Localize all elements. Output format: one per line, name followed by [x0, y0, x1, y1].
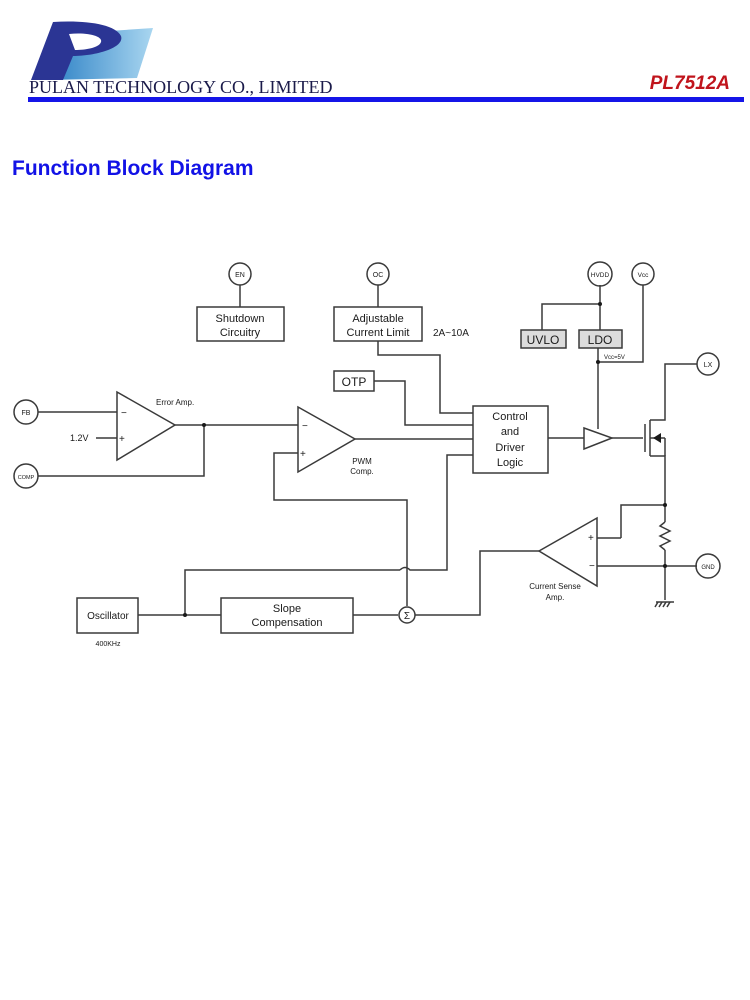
shutdown-label-2: Circuitry: [220, 327, 261, 339]
control-label-1: Control: [492, 411, 527, 423]
oscillator-label: Oscillator: [87, 611, 129, 622]
pin-label-oc: OC: [373, 272, 384, 279]
pin-oc: [366, 262, 390, 286]
oscillator-block: [76, 597, 139, 634]
summer-symbol: Σ: [404, 611, 410, 622]
shutdown-label-1: Shutdown: [216, 313, 265, 325]
control-label-3: Driver: [495, 442, 525, 454]
ldo-label: LDO: [588, 333, 613, 347]
junction-dot: [596, 360, 600, 364]
uvlo-block: [520, 329, 567, 349]
company-logo: [31, 21, 153, 80]
wire-vcc: [598, 285, 644, 363]
pwm-plus: +: [300, 449, 306, 460]
ref-voltage-label: 1.2V: [70, 433, 89, 443]
uvlo-label: UVLO: [527, 333, 560, 347]
cs-amp-minus: −: [589, 561, 595, 572]
shutdown-block: [196, 306, 285, 342]
current-sense-amp: [537, 516, 598, 588]
slope-label-2: Compensation: [252, 617, 323, 629]
pin-label-hvdd: HVDD: [591, 272, 610, 279]
mosfet-arrow-icon: [653, 433, 661, 443]
wire-drain-lx: [650, 363, 697, 421]
header-rule: [28, 97, 744, 102]
driver-buffer: [583, 426, 615, 451]
current-range-label: 2A~10A: [433, 328, 469, 339]
pin-label-en: EN: [235, 272, 245, 279]
pin-vcc: [631, 262, 655, 286]
wire-climit-control: [377, 341, 473, 414]
section-title: Function Block Diagram: [12, 157, 254, 180]
pin-gnd: [695, 553, 721, 579]
wire-hvdd-split: [541, 303, 601, 330]
pin-label-vcc: Vcc: [638, 272, 650, 279]
wire-osc-control: [399, 454, 473, 571]
junction-dot: [663, 503, 667, 507]
wire-comp: [38, 425, 205, 477]
junction-dot: [663, 564, 667, 568]
pwm-minus: −: [302, 421, 308, 432]
control-driver-block: [472, 405, 549, 474]
wire-otp-control: [374, 380, 473, 426]
current-limit-block: [333, 306, 423, 342]
wire-cs-plus: [620, 504, 665, 538]
part-number: PL7512A: [649, 73, 730, 94]
cs-amp-label-2: Amp.: [546, 593, 565, 602]
pwm-comparator: [297, 405, 357, 474]
cs-amp-plus: +: [588, 533, 594, 544]
pin-hvdd: [587, 261, 613, 287]
error-amp-plus: +: [119, 434, 125, 445]
error-amp: [116, 390, 177, 462]
junction-dot: [598, 302, 602, 306]
otp-block: [333, 370, 375, 392]
wire-sum-pwm: [273, 452, 408, 606]
pin-label-lx: LX: [704, 362, 713, 369]
wire-osc-upper-a: [184, 569, 400, 615]
pwm-label-1: PWM: [352, 457, 372, 466]
pin-lx: [696, 352, 720, 376]
oscillator-frequency: 400KHz: [96, 641, 121, 648]
junction-dot: [183, 613, 187, 617]
slope-compensation-block: [220, 597, 354, 634]
pin-label-fb: FB: [22, 410, 31, 417]
vcc-level-label: Vcc=5V: [604, 355, 625, 361]
cs-amp-label-1: Current Sense: [529, 582, 581, 591]
pin-label-comp: COMP: [18, 475, 35, 481]
pin-fb: [13, 399, 39, 425]
summer-node: [398, 606, 416, 624]
pwm-label-2: Comp.: [350, 467, 374, 476]
error-amp-label: Error Amp.: [156, 398, 194, 407]
pin-en: [228, 262, 252, 286]
sense-resistor: [658, 521, 672, 551]
slope-label-1: Slope: [273, 603, 301, 615]
ldo-block: [578, 329, 623, 349]
pin-label-gnd: GND: [701, 565, 715, 571]
otp-label: OTP: [342, 375, 367, 389]
junction-dot: [202, 423, 206, 427]
current-limit-label-1: Adjustable: [352, 313, 403, 325]
control-label-2: and: [501, 426, 519, 438]
wire-source: [650, 455, 666, 505]
wire-csamp-sum: [415, 550, 539, 616]
pin-comp: [13, 463, 39, 489]
error-amp-minus: −: [121, 408, 127, 419]
current-limit-label-2: Current Limit: [347, 327, 410, 339]
control-label-4: Logic: [497, 457, 524, 469]
company-name: PULAN TECHNOLOGY CO., LIMITED: [29, 77, 333, 97]
